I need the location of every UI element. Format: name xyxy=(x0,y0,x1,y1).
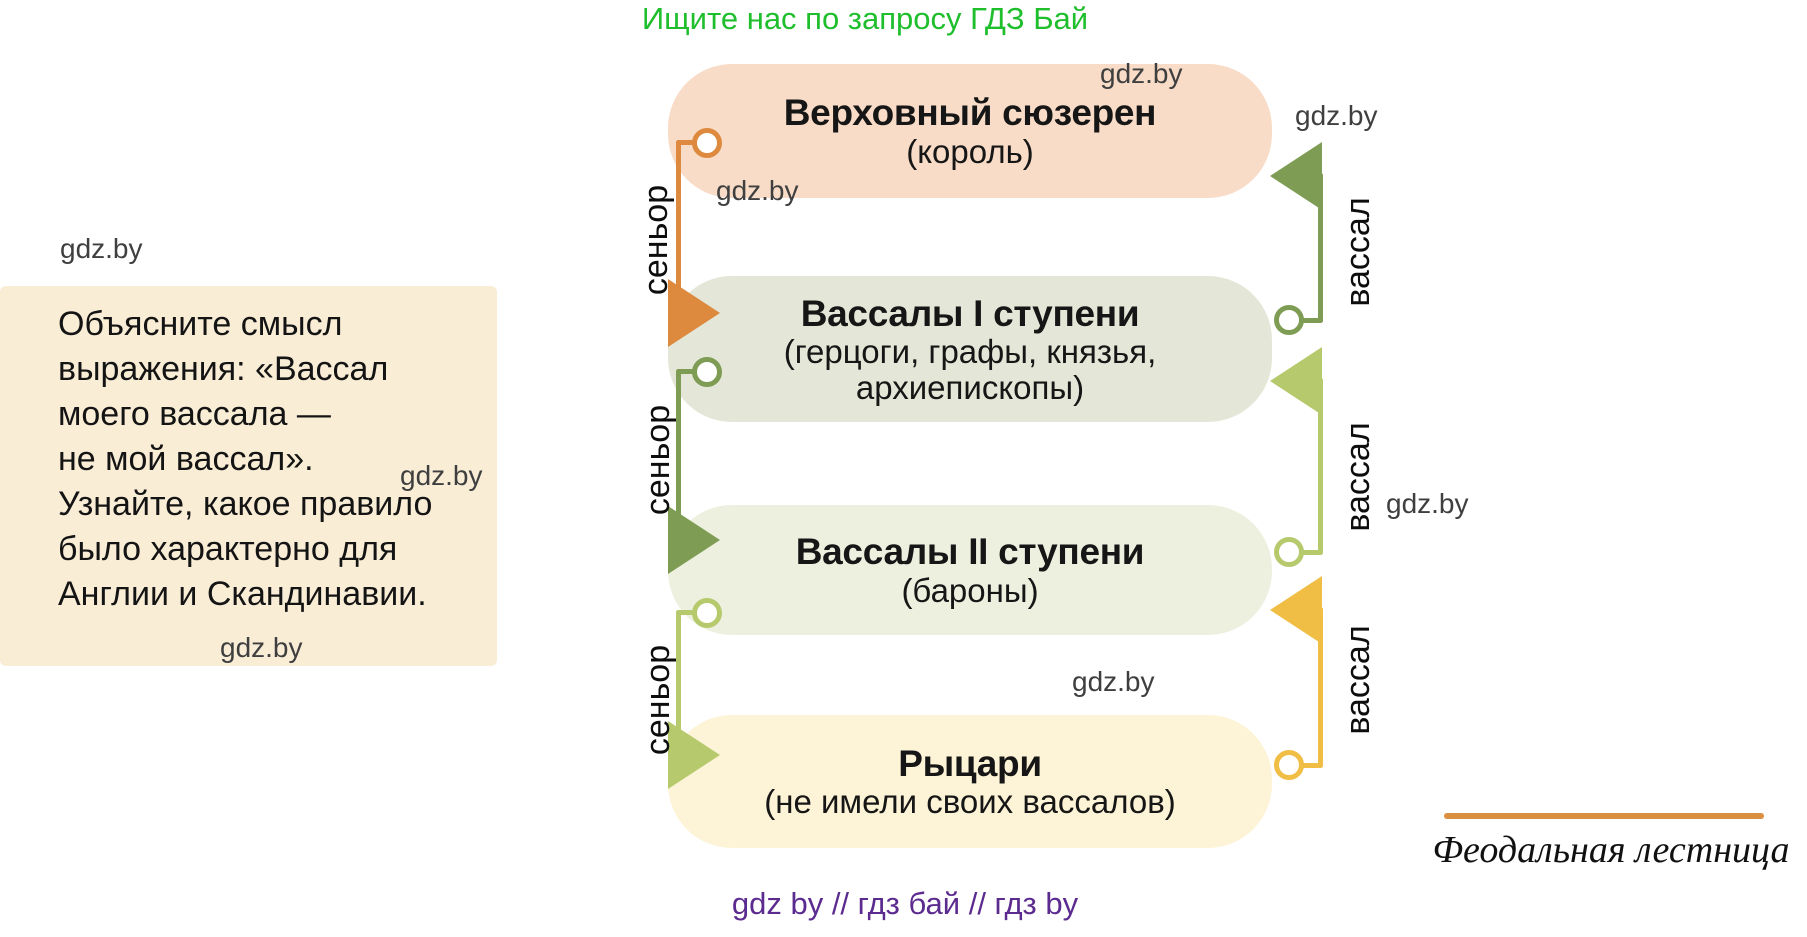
connector-line xyxy=(1300,318,1323,323)
task-box: Объясните смысл выражения: «Вассал моего… xyxy=(0,286,497,666)
seigneur-label-1: сеньор xyxy=(636,184,675,296)
connector-start-circle xyxy=(1274,537,1304,567)
connector-line xyxy=(1318,607,1323,768)
arrow-right-icon xyxy=(668,506,720,574)
watermark: gdz.by xyxy=(1072,666,1155,697)
level-subtitle: (король) xyxy=(906,132,1034,170)
level-knights: Рыцари (не имели своих вассалов) xyxy=(668,715,1272,848)
promo-banner: Ищите нас по запросу ГДЗ Бай xyxy=(641,1,1089,36)
connector-line xyxy=(1300,550,1323,555)
connector-line xyxy=(676,610,696,615)
connector-line xyxy=(676,140,681,315)
vassal-label-3: вассал xyxy=(1338,625,1377,735)
caption-divider xyxy=(1444,813,1764,819)
watermark: gdz.by xyxy=(716,175,799,206)
connector-line xyxy=(1308,378,1323,383)
connector-start-circle xyxy=(1274,305,1304,335)
level-title: Вассалы I ступени xyxy=(800,292,1140,334)
arrow-right-icon xyxy=(668,721,720,789)
level-vassals-1: Вассалы I ступени (герцоги, графы, князь… xyxy=(668,276,1272,422)
connector-line xyxy=(1300,763,1323,768)
level-subtitle: (бароны) xyxy=(901,571,1039,609)
level-title: Рыцари xyxy=(898,742,1042,784)
level-subtitle: (герцоги, графы, князья, архиепископы) xyxy=(783,333,1157,406)
watermark: gdz.by xyxy=(60,233,143,264)
connector-line xyxy=(676,140,696,145)
watermark: gdz.by xyxy=(1100,58,1183,89)
connector-start-circle xyxy=(692,357,722,387)
arrow-right-icon xyxy=(668,279,720,347)
watermark: gdz.by xyxy=(1386,488,1469,519)
task-text: Объясните смысл выражения: «Вассал моего… xyxy=(58,305,433,613)
watermark: gdz.by xyxy=(220,632,303,663)
level-supreme-suzerain: Верховный сюзерен (король) xyxy=(668,64,1272,198)
level-title: Вассалы II ступени xyxy=(795,531,1145,573)
connector-line xyxy=(676,369,696,374)
watermark: gdz.by xyxy=(400,460,483,491)
connector-line xyxy=(1308,173,1323,178)
seigneur-label-2: сеньор xyxy=(638,404,677,516)
connector-start-circle xyxy=(1274,750,1304,780)
level-title: Верховный сюзерен xyxy=(783,92,1157,134)
vassal-label-1: вассал xyxy=(1338,197,1377,307)
seigneur-label-3: сеньор xyxy=(638,644,677,756)
connector-start-circle xyxy=(692,128,722,158)
level-vassals-2: Вассалы II ступени (бароны) xyxy=(668,505,1272,635)
connector-line xyxy=(1308,607,1323,612)
connector-line xyxy=(1318,378,1323,555)
connector-line xyxy=(1318,173,1323,323)
vassal-label-2: вассал xyxy=(1338,422,1377,532)
connector-start-circle xyxy=(692,598,722,628)
footer-search-terms: gdz by // гдз бай // гдз by xyxy=(731,886,1079,921)
connector-line xyxy=(676,610,681,757)
diagram-caption: Феодальная лестница xyxy=(1432,829,1790,871)
watermark: gdz.by xyxy=(1295,100,1378,131)
level-subtitle: (не имели своих вассалов) xyxy=(764,783,1176,821)
connector-line xyxy=(676,369,681,542)
